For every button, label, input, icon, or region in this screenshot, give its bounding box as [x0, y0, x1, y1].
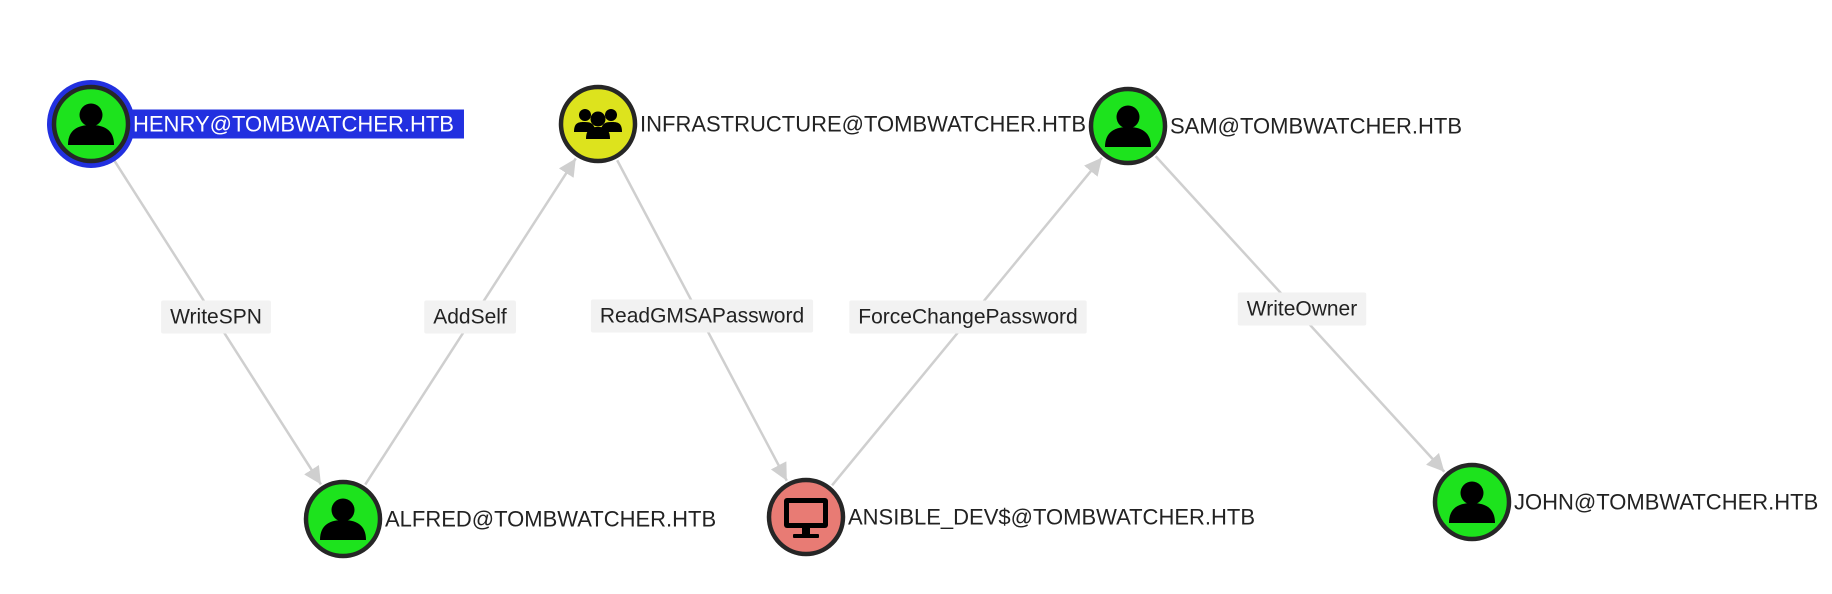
node-sam[interactable]: SAM@TOMBWATCHER.HTB — [1088, 86, 1462, 166]
node-label: INFRASTRUCTURE@TOMBWATCHER.HTB — [640, 112, 1086, 137]
edge-label-background — [590, 299, 814, 333]
node-henry[interactable]: HENRY@TOMBWATCHER.HTB — [47, 80, 464, 168]
node-label: ANSIBLE_DEV$@TOMBWATCHER.HTB — [848, 505, 1255, 530]
edge-labels-layer: WriteSPN AddSelf ReadGMSAPassword ForceChan… — [161, 292, 1367, 334]
edge-label-background — [424, 300, 516, 334]
edge-label-background — [849, 300, 1087, 334]
edge-label-addself[interactable]: AddSelf — [424, 300, 516, 334]
nodes-layer: HENRY@TOMBWATCHER.HTB ALFRED@TOMBWATCHER.… — [47, 80, 1818, 559]
selected-label-highlight — [131, 109, 464, 139]
edge-label-text: WriteSPN — [170, 306, 262, 329]
edge-label-background — [161, 300, 271, 334]
edge-label-text: WriteOwner — [1247, 298, 1357, 321]
node-label: JOHN@TOMBWATCHER.HTB — [1514, 490, 1818, 515]
edge-label-writeowner[interactable]: WriteOwner — [1237, 292, 1367, 326]
node-alfred[interactable]: ALFRED@TOMBWATCHER.HTB — [303, 479, 716, 559]
node-label: ALFRED@TOMBWATCHER.HTB — [385, 507, 716, 532]
edge-label-background — [1237, 292, 1367, 326]
node-label: HENRY@TOMBWATCHER.HTB — [133, 112, 454, 137]
node-ansible-dev[interactable]: ANSIBLE_DEV$@TOMBWATCHER.HTB — [766, 477, 1255, 557]
edge-label-text: AddSelf — [433, 306, 507, 329]
node-john[interactable]: JOHN@TOMBWATCHER.HTB — [1432, 462, 1818, 542]
edge-label-forcechangepassword[interactable]: ForceChangePassword — [849, 300, 1087, 334]
node-label: SAM@TOMBWATCHER.HTB — [1170, 114, 1462, 139]
node-infrastructure[interactable]: INFRASTRUCTURE@TOMBWATCHER.HTB — [558, 84, 1086, 164]
edge-label-text: ReadGMSAPassword — [600, 305, 804, 328]
edge-label-writespn[interactable]: WriteSPN — [161, 300, 271, 334]
edge-label-readgmsapassword[interactable]: ReadGMSAPassword — [590, 299, 814, 333]
edge-label-text: ForceChangePassword — [858, 306, 1077, 329]
